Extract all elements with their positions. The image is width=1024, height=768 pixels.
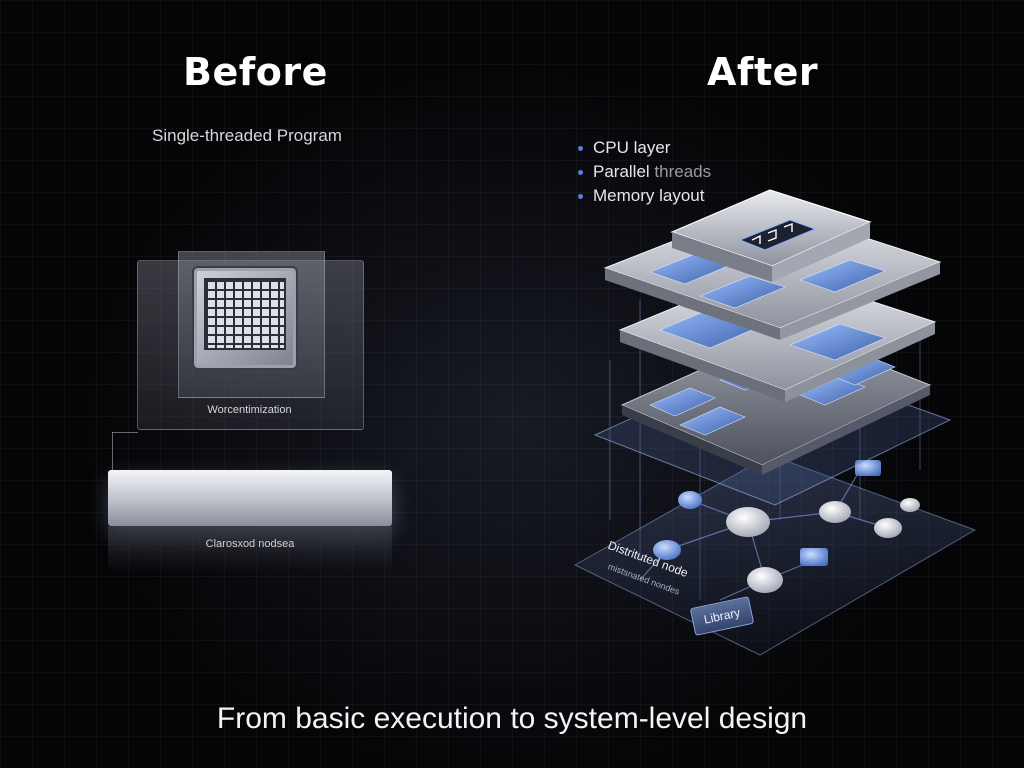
before-subtitle: Single-threaded Program bbox=[152, 126, 342, 145]
node-icon bbox=[900, 498, 920, 512]
node-icon bbox=[678, 491, 702, 509]
single-cpu-chip-icon bbox=[192, 266, 298, 370]
network-nodes bbox=[653, 460, 920, 593]
cpu-core-grid bbox=[204, 278, 286, 350]
before-base-bar bbox=[108, 470, 392, 526]
bullet-item-memory: Memory layout bbox=[578, 184, 711, 208]
bullet-dot-icon bbox=[578, 194, 583, 200]
slide-tagline: From basic execution to system-level des… bbox=[216, 702, 808, 735]
bullet-dot-icon bbox=[578, 170, 583, 176]
before-bar-label: Clarosxod nodsea bbox=[205, 538, 295, 550]
node-icon bbox=[855, 460, 881, 476]
node-icon bbox=[653, 540, 681, 560]
before-heading: Before bbox=[183, 50, 328, 94]
thread-module-icon bbox=[649, 387, 716, 417]
node-icon bbox=[874, 518, 902, 538]
bullet-item-parallel: Parallel threads bbox=[578, 160, 711, 184]
node-icon bbox=[747, 567, 783, 593]
node-icon bbox=[819, 501, 851, 523]
before-panel-label: Worcentimization bbox=[207, 404, 292, 416]
bullet-item-cpu: CPU layer bbox=[578, 136, 711, 160]
cpu-logo-icon bbox=[738, 219, 817, 251]
node-icon bbox=[800, 548, 828, 566]
after-bullet-list: CPU layer Parallel threads Memory layout bbox=[578, 136, 711, 208]
bullet-dot-icon bbox=[578, 146, 583, 152]
before-base-bar-reflection bbox=[108, 526, 392, 572]
leader-line-vertical bbox=[112, 432, 113, 470]
leader-line-horizontal bbox=[112, 432, 138, 433]
thread-module-icon bbox=[679, 406, 746, 436]
chip-icon bbox=[789, 323, 886, 361]
after-heading: After bbox=[707, 50, 819, 94]
central-node-icon bbox=[726, 507, 770, 537]
